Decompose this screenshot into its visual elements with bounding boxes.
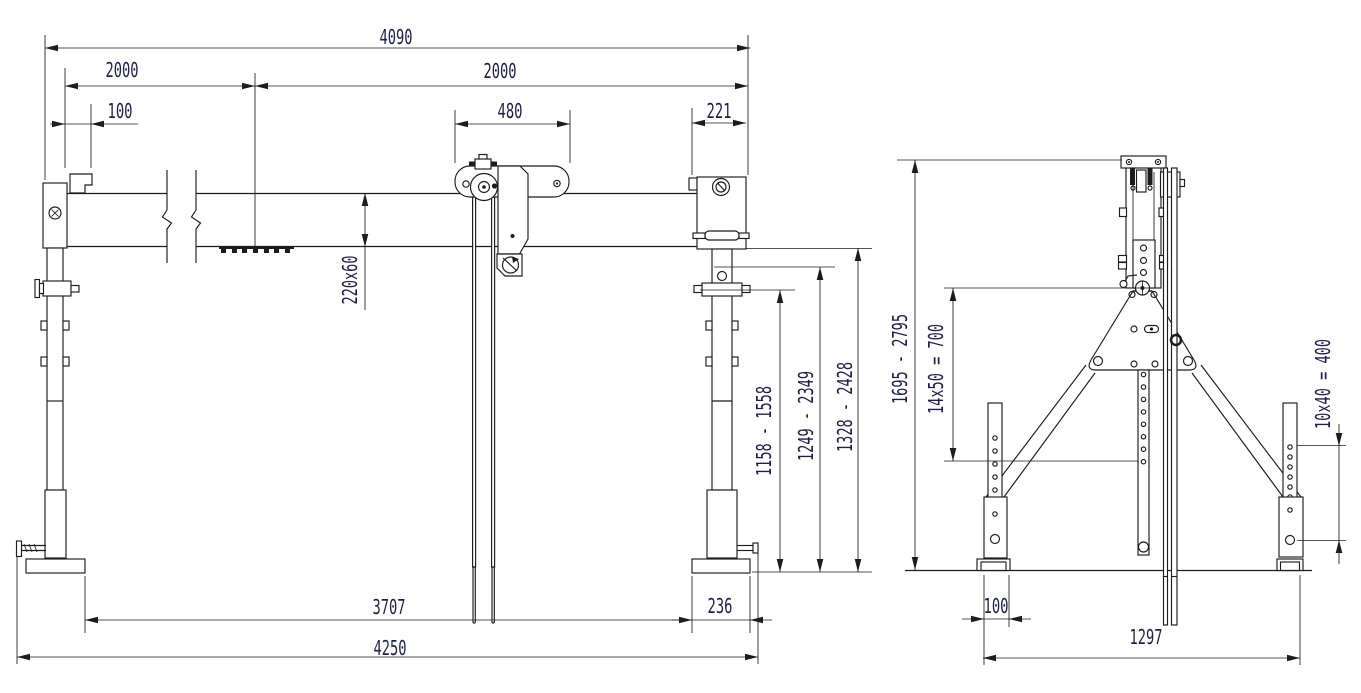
dim-leg-hole-pattern: 10x40 = 400 — [1311, 339, 1335, 429]
lifting-strap — [472, 195, 496, 624]
dim-span-right: 2000 — [484, 59, 517, 83]
dim-overall-width: 4090 — [380, 25, 413, 49]
gusset-plate — [1088, 290, 1197, 371]
mast-top-plate — [1120, 155, 1167, 169]
pivot-bolt — [1134, 280, 1151, 296]
trolley-plate — [497, 165, 529, 255]
pin-hole-ring — [1169, 333, 1183, 347]
front-view: 4090 2000 2000 100 480 221 220x60 1158 -… — [15, 25, 872, 664]
dim-span-left: 2000 — [106, 58, 139, 82]
clamp-screw — [752, 542, 759, 554]
dim-support-width: 1297 — [1130, 625, 1163, 649]
leg-sleeve — [44, 489, 67, 559]
crank-handle — [1123, 274, 1138, 283]
main-beam — [67, 170, 746, 263]
clamp-handle — [15, 540, 23, 558]
leg-clamp — [701, 282, 743, 297]
side-right-leg — [1276, 402, 1304, 572]
right-support-leg — [691, 248, 759, 574]
dim-mast-hole-pattern: 14x50 = 700 — [924, 324, 948, 414]
dim-beam-section: 220x60 — [338, 256, 362, 305]
extension-lines — [16, 35, 872, 664]
mast-assembly — [1117, 155, 1186, 289]
side-view: 1695 - 2795 14x50 = 700 10x40 = 400 100 … — [888, 155, 1346, 665]
leg-clamp — [42, 280, 72, 297]
hoist-trolley — [454, 153, 570, 277]
leg-sleeve — [706, 489, 738, 559]
dim-hook-height-range: 1158 - 1558 — [752, 386, 776, 476]
dim-foot-length: 236 — [708, 594, 733, 618]
beam-right-gearbox — [688, 176, 750, 250]
dim-support-spacing: 3707 — [373, 595, 406, 619]
end-stop-bracket — [69, 173, 93, 194]
dimension-lines — [911, 160, 1343, 662]
beam-left-endcap — [42, 173, 93, 249]
side-left-leg — [976, 402, 1011, 572]
dim-beam-top-range: 1328 - 2428 — [833, 362, 857, 452]
left-support-leg — [15, 247, 86, 574]
dim-foot-width: 100 — [984, 594, 1009, 618]
leg-sleeve — [1278, 496, 1304, 558]
crank-knob — [711, 177, 731, 197]
foot-pad — [976, 558, 1011, 572]
dim-trolley-width: 480 — [498, 99, 523, 123]
break-line — [161, 170, 173, 263]
dim-overall-height-range: 1695 - 2795 — [888, 314, 912, 404]
dim-end-offset: 100 — [108, 99, 133, 123]
foot-plate — [25, 558, 86, 574]
dim-beam-underside-range: 1249 - 2349 — [794, 371, 818, 461]
extension-lines — [897, 159, 1346, 665]
beam-rack — [219, 246, 294, 253]
lifting-fork — [1162, 167, 1178, 626]
dimension-lines — [17, 44, 862, 661]
dim-overall-length: 4250 — [374, 636, 407, 660]
break-line — [190, 170, 202, 263]
foot-plate — [691, 558, 751, 574]
dim-head-width: 221 — [707, 99, 732, 123]
leg-sleeve — [983, 496, 1008, 559]
center-strip — [1137, 369, 1150, 556]
